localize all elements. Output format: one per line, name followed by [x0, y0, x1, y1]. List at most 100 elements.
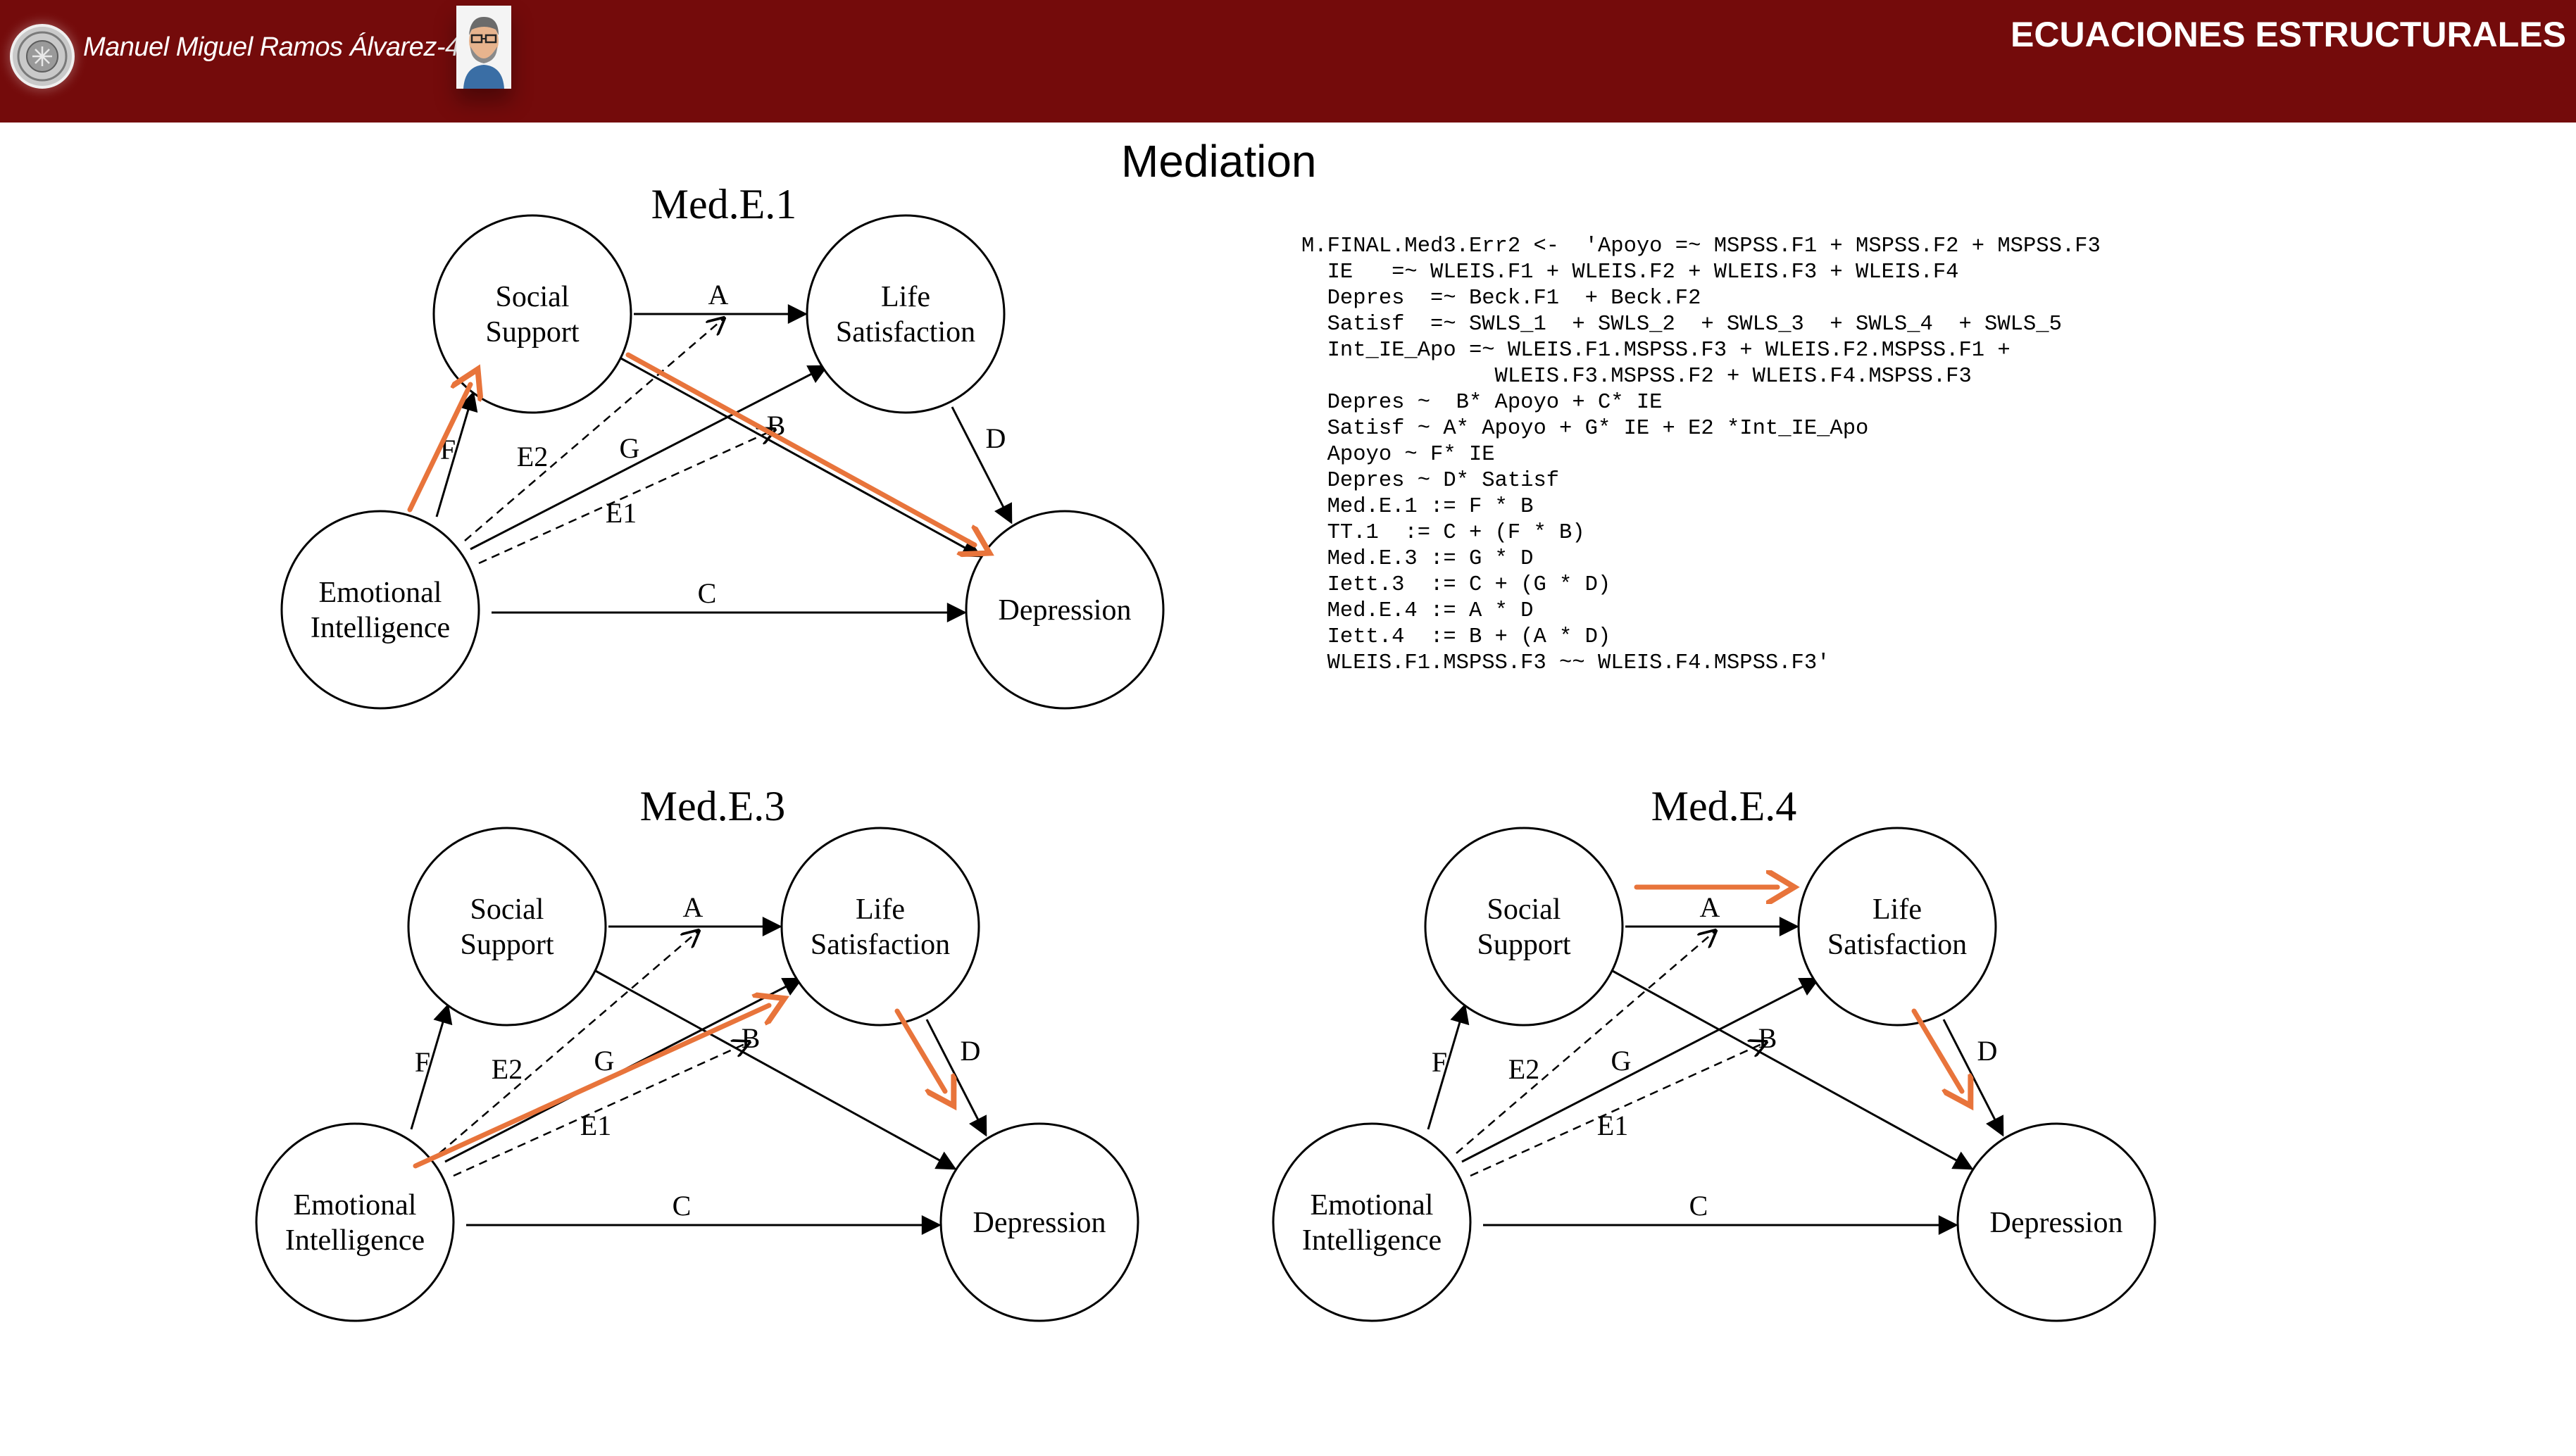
highlight-arrow-d — [894, 1008, 945, 1091]
edge-f — [410, 1003, 453, 1130]
node-social-support-label: Social — [470, 893, 544, 926]
highlight-arrow-f — [407, 384, 470, 513]
code-line: Depres =~ Beck.F1 + Beck.F2 — [1301, 287, 1701, 310]
edge-label-b: B — [742, 1022, 761, 1054]
edge-label-g: G — [594, 1045, 615, 1077]
code-line: Satisf =~ SWLS_1 + SWLS_2 + SWLS_3 + SWL… — [1301, 313, 2062, 337]
edge-label-c: C — [1689, 1190, 1708, 1222]
node-life-satisfaction-label: Satisfaction — [1827, 929, 1967, 961]
node-emotional-intelligence-label: Emotional — [1311, 1189, 1434, 1222]
node-emotional-intelligence-label: Intelligence — [285, 1224, 425, 1257]
diagram-title: Med.E.1 — [651, 181, 797, 227]
highlight-arrow-g — [413, 1005, 769, 1169]
node-social-support-label: Social — [1487, 893, 1561, 926]
node-social-support — [407, 827, 607, 1027]
lavaan-model-code: M.FINAL.Med3.Err2 <- 'Apoyo =~ MSPSS.F1 … — [1301, 234, 2101, 677]
edge-e2 — [1456, 931, 1715, 1154]
node-social-support-label: Support — [485, 316, 579, 349]
node-depression — [965, 510, 1165, 710]
edge-b — [1611, 969, 1974, 1170]
code-line: Int_IE_Apo =~ WLEIS.F1.MSPSS.F3 + WLEIS.… — [1301, 339, 2011, 363]
edge-label-d: D — [986, 422, 1006, 454]
node-social-support — [432, 214, 632, 414]
university-seal-icon — [10, 24, 75, 89]
slide-title: Mediation — [1121, 136, 1317, 187]
code-line: Iett.4 := B + (A * D) — [1301, 625, 1611, 649]
edge-label-c: C — [673, 1190, 692, 1222]
edge-label-e1: E1 — [606, 497, 637, 529]
node-depression-label: Depression — [1990, 1207, 2123, 1239]
code-line: Depres ~ D* Satisf — [1301, 469, 1560, 493]
node-emotional-intelligence — [1272, 1122, 1472, 1322]
node-social-support-label: Social — [496, 281, 570, 313]
code-line: Med.E.1 := F * B — [1301, 495, 1534, 519]
code-line: IE =~ WLEIS.F1 + WLEIS.F2 + WLEIS.F3 + W… — [1301, 261, 1959, 284]
node-emotional-intelligence-label: Intelligence — [1302, 1224, 1442, 1257]
node-depression-label: Depression — [973, 1207, 1106, 1239]
edge-label-d: D — [961, 1035, 981, 1067]
node-emotional-intelligence — [280, 510, 480, 710]
edge-label-f: F — [1432, 1046, 1447, 1078]
edge-e2 — [439, 931, 699, 1154]
code-line: M.FINAL.Med3.Err2 <- 'Apoyo =~ MSPSS.F1 … — [1301, 234, 2101, 258]
edge-label-e2: E2 — [1508, 1053, 1539, 1085]
node-social-support-label: Support — [460, 929, 554, 961]
edge-e1 — [478, 429, 775, 565]
node-depression — [1956, 1122, 2156, 1322]
code-line: WLEIS.F3.MSPSS.F2 + WLEIS.F4.MSPSS.F3 — [1301, 365, 1972, 389]
edge-g — [1461, 977, 1820, 1163]
diagram-title: Med.E.4 — [1651, 783, 1797, 829]
section-title: ECUACIONES ESTRUCTURALES — [2011, 15, 2566, 54]
edge-e2 — [464, 318, 724, 541]
edge-e1 — [1470, 1042, 1766, 1177]
node-life-satisfaction-label: Life — [881, 281, 930, 313]
author-avatar-icon — [456, 6, 511, 89]
edge-label-e2: E2 — [517, 441, 548, 472]
edge-b — [594, 969, 957, 1170]
node-emotional-intelligence-label: Emotional — [294, 1189, 417, 1222]
edge-label-g: G — [1611, 1045, 1632, 1077]
edge-label-e2: E2 — [492, 1053, 523, 1085]
code-line: Iett.3 := C + (G * D) — [1301, 573, 1611, 597]
edge-d — [951, 406, 1013, 525]
node-life-satisfaction-label: Satisfaction — [836, 316, 975, 349]
code-line: Satisf ~ A* Apoyo + G* IE + E2 *Int_IE_A… — [1301, 417, 1869, 441]
edge-label-f: F — [415, 1046, 430, 1078]
edge-label-g: G — [620, 432, 640, 464]
node-life-satisfaction-label: Satisfaction — [811, 929, 950, 961]
edge-f — [1427, 1003, 1470, 1130]
edge-label-e1: E1 — [1597, 1110, 1628, 1141]
code-line: Depres ~ B* Apoyo + C* IE — [1301, 391, 1663, 415]
edge-f — [435, 391, 478, 517]
code-line: TT.1 := C + (F * B) — [1301, 521, 1585, 545]
edge-label-d: D — [1977, 1035, 1998, 1067]
node-depression — [939, 1122, 1139, 1322]
code-line: Med.E.3 := G * D — [1301, 547, 1534, 571]
highlight-arrow-d — [1911, 1008, 1962, 1091]
edge-label-b: B — [1758, 1022, 1777, 1054]
code-line: WLEIS.F1.MSPSS.F3 ~~ WLEIS.F4.MSPSS.F3' — [1301, 651, 1830, 675]
edge-label-a: A — [683, 891, 704, 923]
edge-label-e1: E1 — [580, 1110, 611, 1141]
node-social-support — [1424, 827, 1624, 1027]
node-life-satisfaction-label: Life — [1872, 893, 1922, 926]
node-life-satisfaction — [1797, 827, 1997, 1027]
edge-b — [619, 356, 982, 558]
node-life-satisfaction — [806, 214, 1006, 414]
code-line: Apoyo ~ F* IE — [1301, 443, 1495, 467]
edge-label-a: A — [708, 279, 729, 310]
node-emotional-intelligence-label: Intelligence — [311, 612, 450, 644]
diagram-title: Med.E.3 — [640, 783, 786, 829]
highlight-arrow-b — [625, 352, 975, 545]
edge-e1 — [453, 1042, 749, 1177]
author-name: Manuel Miguel Ramos Álvarez-4 — [83, 32, 460, 62]
header-bar: Manuel Miguel Ramos Álvarez-4 ECUACIONES… — [0, 0, 2576, 123]
node-life-satisfaction-label: Life — [856, 893, 905, 926]
node-social-support-label: Support — [1477, 929, 1570, 961]
node-emotional-intelligence-label: Emotional — [319, 577, 442, 609]
node-emotional-intelligence — [255, 1122, 455, 1322]
node-depression-label: Depression — [999, 594, 1132, 627]
code-line: Med.E.4 := A * D — [1301, 599, 1534, 623]
edge-label-a: A — [1700, 891, 1720, 923]
